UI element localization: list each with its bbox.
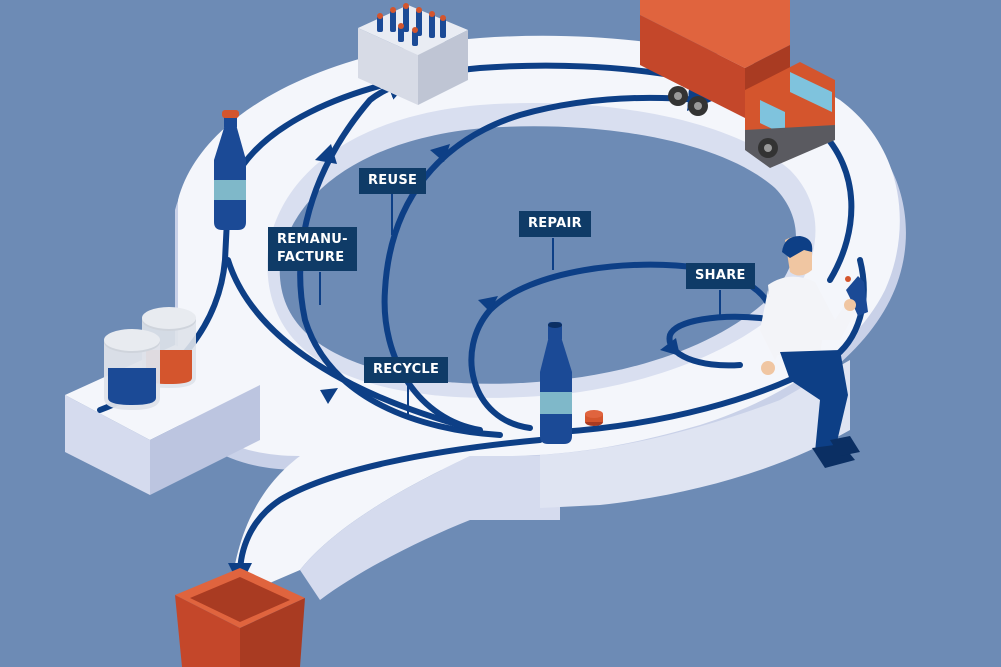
jars-icon (104, 307, 196, 410)
remanufacture-path (297, 77, 503, 438)
arrow-icon (478, 296, 498, 312)
waste-path (228, 437, 543, 587)
arrow-icon (660, 338, 680, 356)
label-recycle: RECYCLE (364, 357, 449, 383)
flow-arrows (315, 144, 680, 404)
label-remanufacture: REMANU- FACTURE (268, 227, 357, 271)
delivery-truck-icon (640, 0, 835, 168)
label-repair: REPAIR (519, 211, 591, 237)
arrow-icon (315, 144, 337, 164)
recycle-path-2 (225, 257, 473, 431)
bottle-crate-icon (358, 3, 468, 105)
arrow-icon (320, 388, 338, 404)
label-share: SHARE (686, 263, 755, 289)
person-drinking-icon (760, 236, 868, 468)
glass-bottle-icon (214, 110, 246, 230)
label-reuse: REUSE (359, 168, 427, 194)
outer-loop-path (225, 62, 855, 283)
arrow-icon (430, 144, 450, 162)
glass-bottle-icon (540, 322, 572, 444)
waste-bin-icon (175, 568, 305, 667)
bottle-cap-icon (585, 410, 603, 426)
